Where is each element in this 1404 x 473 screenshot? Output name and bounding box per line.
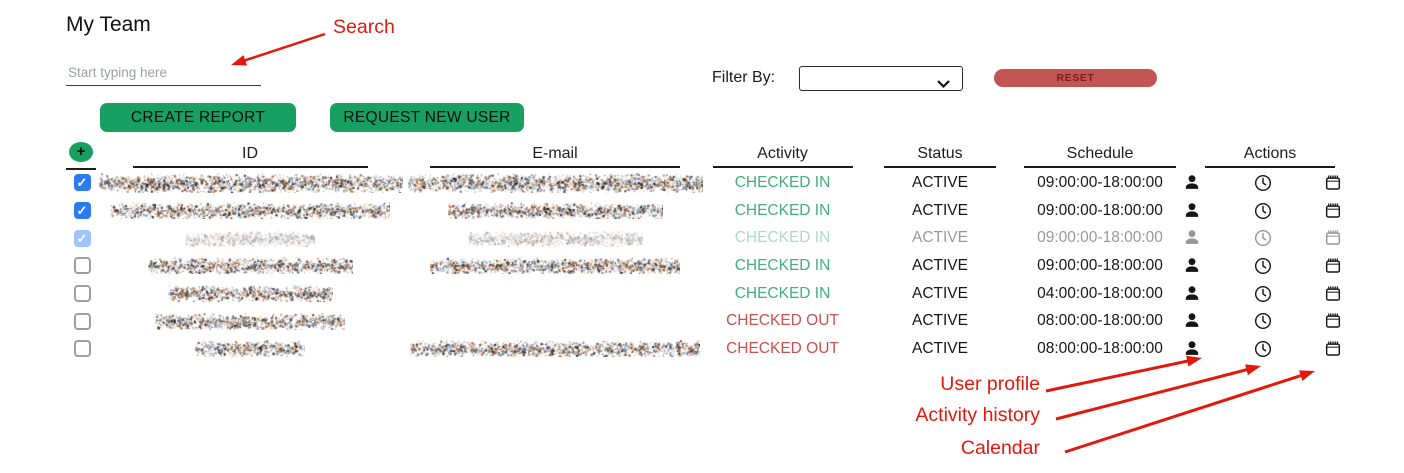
status-value: ACTIVE (912, 202, 968, 220)
user-profile-icon[interactable] (1181, 255, 1203, 277)
filter-by-label: Filter By: (712, 69, 775, 87)
user-profile-icon[interactable] (1181, 227, 1203, 249)
filter-by-select[interactable] (799, 66, 963, 91)
select-all-header: + (66, 142, 96, 170)
user-profile-icon[interactable] (1181, 283, 1203, 305)
column-header-schedule: Schedule (1010, 142, 1190, 168)
redacted-id (155, 313, 345, 330)
table-row: CHECKED IN ACTIVE 04:00:00-18:00:00 (0, 280, 1404, 308)
column-header-activity: Activity (705, 142, 860, 168)
redacted-email (408, 173, 703, 193)
schedule-value: 04:00:00-18:00:00 (1037, 285, 1163, 303)
status-value: ACTIVE (912, 340, 968, 358)
request-new-user-button[interactable]: REQUEST NEW USER (330, 103, 524, 132)
annotation-search: Search (333, 16, 395, 39)
activity-history-icon[interactable] (1252, 255, 1274, 277)
schedule-value: 09:00:00-18:00:00 (1037, 174, 1163, 192)
table-row: CHECKED OUT ACTIVE 08:00:00-18:00:00 (0, 335, 1404, 363)
redacted-email (430, 257, 680, 274)
table-row: CHECKED IN ACTIVE 09:00:00-18:00:00 (0, 197, 1404, 225)
calendar-icon[interactable] (1322, 200, 1344, 222)
user-profile-icon[interactable] (1181, 172, 1203, 194)
status-value: ACTIVE (912, 312, 968, 330)
user-profile-icon[interactable] (1181, 310, 1203, 332)
status-value: ACTIVE (912, 257, 968, 275)
column-header-status: Status (870, 142, 1010, 168)
table-row: CHECKED OUT ACTIVE 08:00:00-18:00:00 (0, 307, 1404, 335)
annotation-activity-history: Activity history (820, 404, 1040, 427)
table-row: CHECKED IN ACTIVE 09:00:00-18:00:00 (0, 252, 1404, 280)
calendar-icon[interactable] (1322, 310, 1344, 332)
activity-status: CHECKED IN (735, 174, 831, 192)
calendar-icon[interactable] (1322, 172, 1344, 194)
row-select-checkbox[interactable] (74, 202, 91, 219)
row-select-checkbox[interactable] (74, 230, 91, 247)
table-row: CHECKED IN ACTIVE 09:00:00-18:00:00 (0, 224, 1404, 252)
schedule-value: 08:00:00-18:00:00 (1037, 312, 1163, 330)
activity-history-icon[interactable] (1252, 200, 1274, 222)
redacted-id (148, 257, 353, 274)
status-value: ACTIVE (912, 229, 968, 247)
redacted-email (410, 340, 700, 357)
activity-status: CHECKED IN (735, 229, 831, 247)
activity-status: CHECKED IN (735, 202, 831, 220)
create-report-button[interactable]: CREATE REPORT (100, 103, 296, 132)
activity-status: CHECKED OUT (726, 340, 839, 358)
column-header-actions: Actions (1190, 142, 1350, 168)
search-input[interactable] (66, 59, 261, 86)
schedule-value: 08:00:00-18:00:00 (1037, 340, 1163, 358)
calendar-icon[interactable] (1322, 255, 1344, 277)
calendar-icon[interactable] (1322, 338, 1344, 360)
activity-status: CHECKED IN (735, 257, 831, 275)
column-header-id: ID (95, 142, 405, 168)
activity-history-icon[interactable] (1252, 283, 1274, 305)
status-value: ACTIVE (912, 174, 968, 192)
redacted-id (98, 173, 403, 193)
row-select-checkbox[interactable] (74, 285, 91, 302)
schedule-value: 09:00:00-18:00:00 (1037, 229, 1163, 247)
activity-status: CHECKED OUT (726, 312, 839, 330)
team-table-body: CHECKED IN ACTIVE 09:00:00-18:00:00 CHEC… (0, 169, 1404, 363)
user-profile-icon[interactable] (1181, 200, 1203, 222)
reset-button[interactable]: RESET (994, 69, 1157, 87)
redacted-id (185, 230, 315, 247)
row-select-checkbox[interactable] (74, 313, 91, 330)
activity-history-icon[interactable] (1252, 172, 1274, 194)
annotation-calendar: Calendar (820, 437, 1040, 460)
redacted-id (110, 202, 390, 219)
row-select-checkbox[interactable] (74, 257, 91, 274)
status-value: ACTIVE (912, 285, 968, 303)
activity-history-icon[interactable] (1252, 338, 1274, 360)
redacted-email (468, 230, 643, 247)
activity-status: CHECKED IN (735, 285, 831, 303)
redacted-email (448, 202, 663, 219)
row-select-checkbox[interactable] (74, 340, 91, 357)
activity-history-icon[interactable] (1252, 310, 1274, 332)
schedule-value: 09:00:00-18:00:00 (1037, 202, 1163, 220)
user-profile-icon[interactable] (1181, 338, 1203, 360)
annotation-user-profile: User profile (820, 373, 1040, 396)
schedule-value: 09:00:00-18:00:00 (1037, 257, 1163, 275)
page-title: My Team (66, 13, 151, 37)
table-row: CHECKED IN ACTIVE 09:00:00-18:00:00 (0, 169, 1404, 197)
plus-icon[interactable]: + (69, 142, 93, 162)
redacted-id (195, 340, 305, 357)
row-select-checkbox[interactable] (74, 174, 91, 191)
column-header-email: E-mail (405, 142, 705, 168)
calendar-icon[interactable] (1322, 283, 1344, 305)
redacted-id (168, 285, 333, 302)
activity-history-icon[interactable] (1252, 227, 1274, 249)
calendar-icon[interactable] (1322, 227, 1344, 249)
